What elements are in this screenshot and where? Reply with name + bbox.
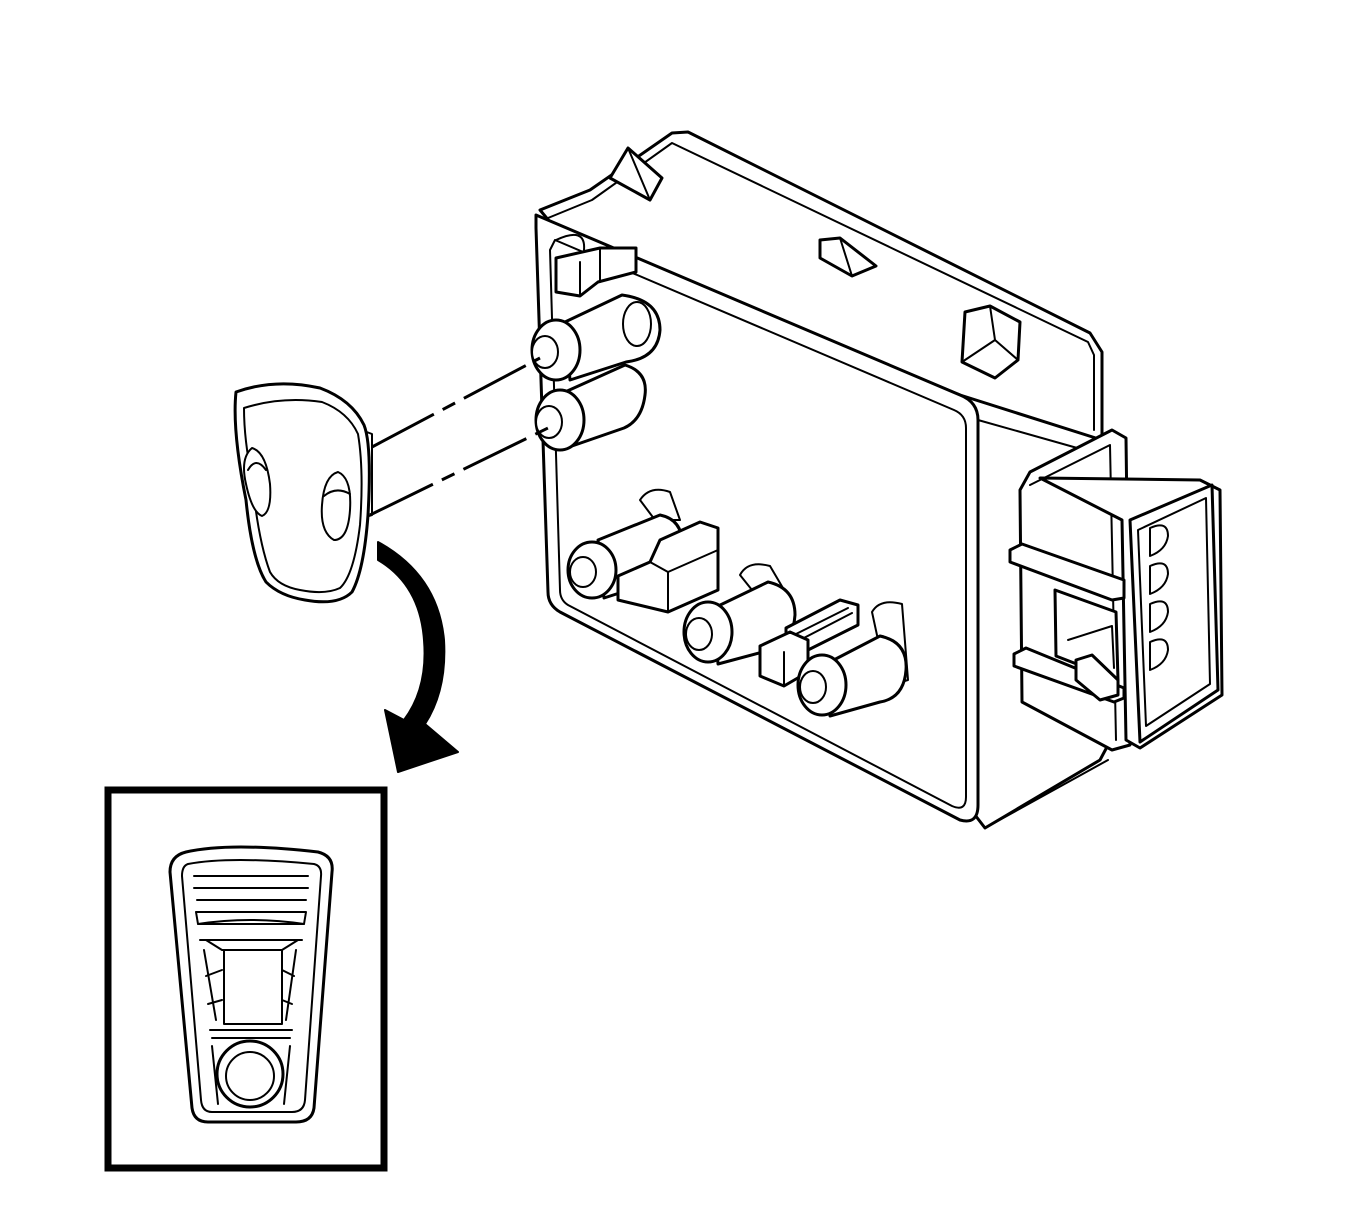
- connector-housing: [1008, 428, 1224, 752]
- control-module: [530, 130, 1110, 830]
- alignment-guides: [369, 356, 549, 517]
- rotation-arrow: [377, 541, 459, 773]
- detail-inset: [104, 786, 388, 1172]
- key-fob: [233, 382, 373, 604]
